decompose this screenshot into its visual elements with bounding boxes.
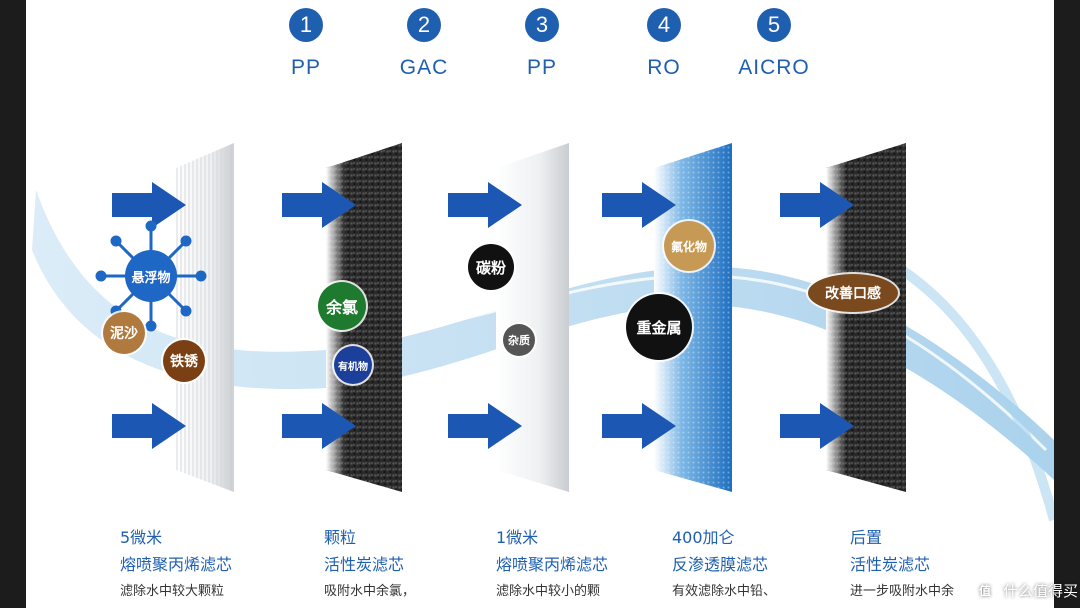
stage-5-name: 活性炭滤芯 [850,555,931,574]
contaminant-impurities: 杂质 [503,324,535,356]
filter-panel-gac [326,143,402,492]
site-watermark: 值 什么值得买 [972,578,1078,602]
filter-panel-pp-2 [496,143,569,492]
watermark-text: 什么值得买 [1002,581,1078,600]
stage-3-number: 3 [525,8,559,42]
contaminant-fluoride-label: 氟化物 [670,239,707,254]
stage-4-caption: 400加仑 反渗透膜滤芯 有效滤除水中铅、 [672,524,862,602]
contaminant-chlorine-label: 余氯 [325,298,358,317]
stage-4-number: 4 [647,8,681,42]
contaminant-organics-label: 有机物 [338,361,368,373]
stage-1-header: 1 PP [266,8,346,80]
flow-arrow [282,182,356,228]
stage-5-spec: 后置 [850,528,883,547]
stage-3-header: 3 PP [502,8,582,80]
flow-arrow [112,403,186,449]
stage-2-number: 2 [407,8,441,42]
water-spray [883,255,1054,522]
stage-1-caption: 5微米 熔喷聚丙烯滤芯 滤除水中较大颗粒 [120,524,310,602]
stage-1-number: 1 [289,8,323,42]
stage-5-code: AICRO [738,56,810,79]
stage-4-spec: 400加仑 [672,528,735,547]
stage-3-desc: 滤除水中较小的颗 [496,584,601,599]
stage-3-spec: 1微米 [496,528,539,547]
filter-panel-post-carbon [826,143,906,492]
stage-1-code: PP [290,56,321,79]
flow-arrow [448,403,522,449]
stage-1-name: 熔喷聚丙烯滤芯 [120,555,233,574]
stage-1-spec: 5微米 [120,528,163,547]
contaminant-rust-label: 铁锈 [170,354,198,370]
flow-arrow [282,403,356,449]
filter-scene [32,143,1054,522]
stage-5-desc: 进一步吸附水中余 [850,584,955,599]
filter-panel-pp-1 [176,143,234,492]
contaminant-rust: 铁锈 [163,340,205,382]
stage-4-name: 反渗透膜滤芯 [672,555,769,574]
flow-arrow [448,182,522,228]
filter-diagram: 1 PP 2 GAC 3 PP 4 RO 5 AICRO [26,0,1054,608]
contaminant-fluoride: 氟化物 [664,221,714,271]
flow-arrow [112,182,186,228]
flow-arrow [602,403,676,449]
contaminant-heavy-metal: 重金属 [626,294,692,360]
contaminant-sediment: 泥沙 [103,312,145,354]
contaminant-carbon-powder: 碳粉 [468,244,514,290]
watermark-logo-icon: 值 [972,578,997,602]
contaminant-carbon-powder-label: 碳粉 [475,258,506,277]
stage-2-name: 活性炭滤芯 [324,555,405,574]
contaminant-suspended-label: 悬浮物 [131,270,171,286]
stage-4-header: 4 RO [624,8,704,80]
contaminant-impurities-label: 杂质 [508,334,530,347]
stage-2-desc: 吸附水中余氯， [324,584,416,599]
contaminant-sediment-label: 泥沙 [110,326,138,342]
stage-3-name: 熔喷聚丙烯滤芯 [496,555,609,574]
flow-arrow [780,403,854,449]
stage-4-desc: 有效滤除水中铅、 [672,584,777,599]
stage-2-caption: 颗粒 活性炭滤芯 吸附水中余氯， [324,524,514,602]
contaminant-chlorine: 余氯 [318,282,366,330]
benefit-taste: 改善口感 [808,274,898,312]
stage-2-spec: 颗粒 [324,528,357,547]
stage-3-code: PP [526,56,557,79]
stage-5-number: 5 [757,8,791,42]
benefit-taste-label: 改善口感 [825,286,881,302]
stage-5-caption: 后置 活性炭滤芯 进一步吸附水中余 [850,524,1020,602]
stage-5-header: 5 AICRO [734,8,814,80]
stage-3-caption: 1微米 熔喷聚丙烯滤芯 滤除水中较小的颗 [496,524,686,602]
stage-2-header: 2 GAC [384,8,464,80]
stage-2-code: GAC [399,56,449,79]
stage-4-code: RO [647,56,681,79]
contaminant-heavy-metal-label: 重金属 [636,318,682,337]
flow-arrow [780,182,854,228]
flow-arrow [602,182,676,228]
contaminant-suspended: 悬浮物 [125,250,177,302]
stage-1-desc: 滤除水中较大颗粒 [120,584,225,599]
contaminant-organics: 有机物 [334,346,372,384]
